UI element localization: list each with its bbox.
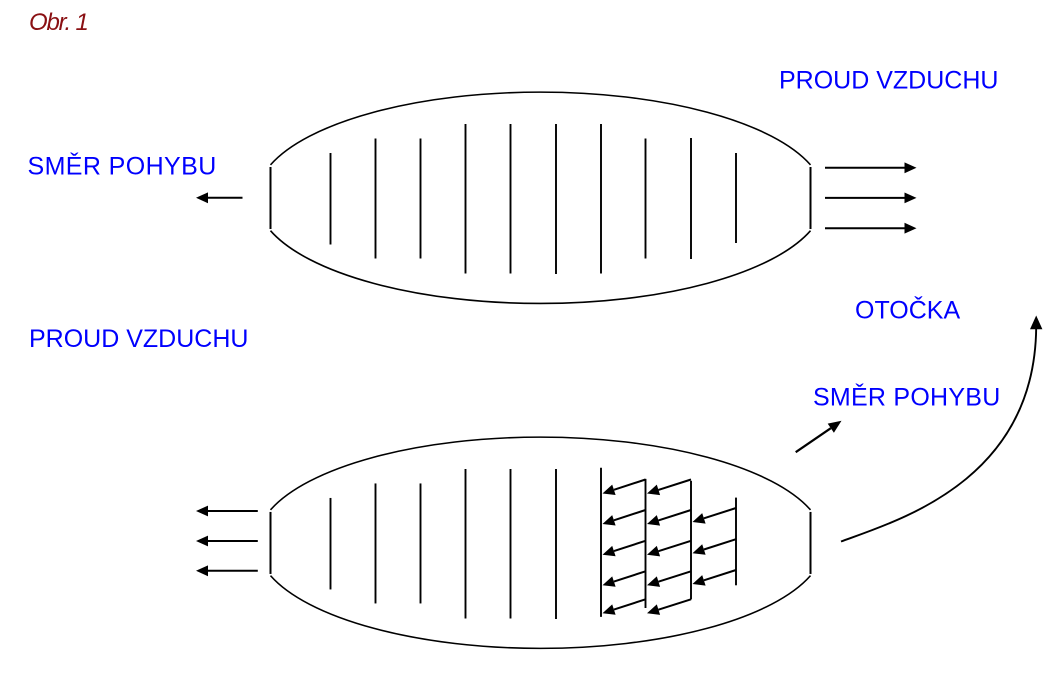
svg-text:SMĚR POHYBU: SMĚR POHYBU — [28, 152, 217, 181]
svg-text:SMĚR POHYBU: SMĚR POHYBU — [813, 383, 1001, 412]
svg-text:PROUD VZDUCHU: PROUD VZDUCHU — [779, 67, 998, 95]
svg-text:PROUD VZDUCHU: PROUD VZDUCHU — [29, 325, 248, 353]
svg-text:Obr. 1: Obr. 1 — [29, 9, 88, 36]
svg-text:OTOČKA: OTOČKA — [855, 296, 960, 325]
